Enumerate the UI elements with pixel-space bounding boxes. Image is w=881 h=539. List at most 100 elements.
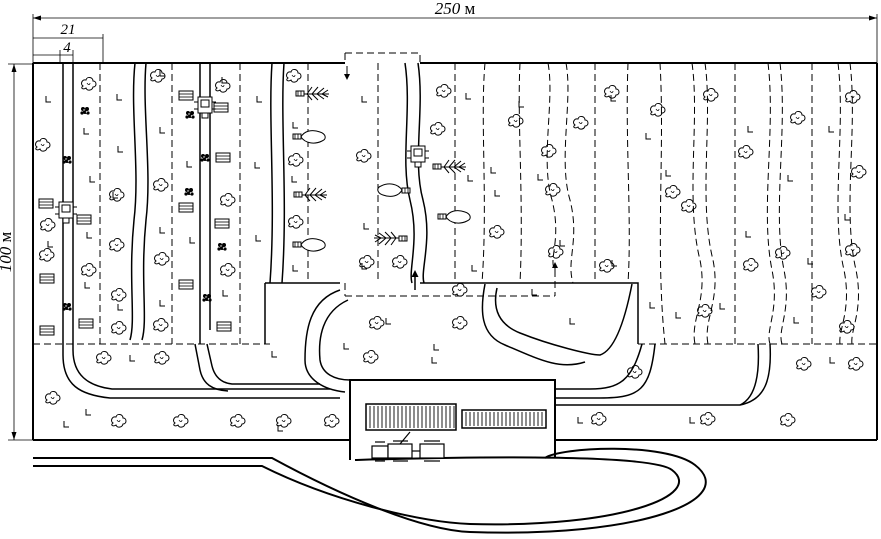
deciduous-crown-icon	[437, 210, 471, 224]
branch-pile-icon	[220, 262, 236, 277]
branch-pile-icon	[230, 413, 246, 428]
branch-pile-icon	[276, 413, 292, 428]
stump-icon	[787, 174, 794, 182]
deciduous-crown-icon	[292, 238, 326, 252]
harvester-machine-icon	[193, 96, 217, 119]
forwarder-machine-icon	[406, 145, 430, 168]
branch-pile-icon	[436, 83, 452, 98]
branch-pile-icon	[109, 237, 125, 252]
branch-pile-icon	[796, 356, 812, 371]
brush-bundle-icon	[217, 243, 227, 251]
branch-pile-icon	[743, 257, 759, 272]
stump-icon	[85, 408, 92, 416]
stump-icon	[84, 281, 91, 289]
dimension-lines	[8, 14, 878, 441]
site-boundary	[32, 62, 878, 441]
log-stack-icon	[39, 325, 55, 336]
stump-icon	[47, 240, 54, 248]
branch-pile-icon	[545, 182, 561, 197]
branch-pile-icon	[288, 152, 304, 167]
stump-icon	[471, 264, 478, 272]
stump-icon	[518, 100, 525, 108]
svg-text:100 м: 100 м	[0, 232, 15, 273]
branch-pile-icon	[356, 148, 372, 163]
stump-icon	[559, 239, 566, 247]
conifer-crown-icon	[373, 231, 408, 246]
log-stack-icon	[215, 152, 231, 163]
stump-icon	[63, 420, 70, 428]
branch-pile-icon	[665, 184, 681, 199]
branch-pile-icon	[489, 224, 505, 239]
stump-icon	[828, 125, 835, 133]
branch-pile-icon	[738, 144, 754, 159]
branch-pile-icon	[111, 287, 127, 302]
branch-pile-icon	[40, 217, 56, 232]
stump-icon	[793, 316, 800, 324]
log-stack-icon	[39, 273, 55, 284]
branch-pile-icon	[111, 320, 127, 335]
stump-icon	[116, 93, 123, 101]
branch-pile-icon	[452, 282, 468, 297]
stump-icon	[189, 236, 196, 244]
stump-icon	[159, 226, 166, 234]
log-stack-icon	[178, 279, 194, 290]
stump-icon	[256, 95, 263, 103]
stump-icon	[89, 175, 96, 183]
stump-icon	[537, 173, 544, 181]
branch-pile-icon	[700, 411, 716, 426]
stump-icon	[431, 356, 438, 364]
brush-bundle-icon	[62, 303, 72, 311]
stump-icon	[117, 145, 124, 153]
stump-icon	[569, 317, 576, 325]
stump-icon	[83, 127, 90, 135]
stump-icon	[361, 95, 368, 103]
branch-pile-icon	[109, 187, 125, 202]
stump-icon	[649, 301, 656, 309]
log-stack-icon	[178, 202, 194, 213]
stump-icon	[271, 350, 278, 358]
stump-icon	[222, 289, 229, 297]
branch-pile-icon	[39, 247, 55, 262]
branch-pile-icon	[286, 68, 302, 83]
branch-pile-icon	[324, 413, 340, 428]
timber-truck-icon	[371, 431, 445, 462]
branch-pile-icon	[81, 262, 97, 277]
branch-pile-icon	[153, 177, 169, 192]
stump-icon	[844, 213, 851, 221]
arrow-up-icon	[411, 270, 419, 277]
felled-trees	[292, 86, 471, 252]
stump-icon	[255, 234, 262, 242]
branch-pile-icon	[780, 412, 796, 427]
log-stack-icon	[38, 198, 54, 209]
stump-icon	[186, 160, 193, 168]
branch-piles	[35, 68, 867, 428]
branch-pile-icon	[288, 214, 304, 229]
branch-pile-icon	[369, 315, 385, 330]
branch-pile-icon	[153, 317, 169, 332]
stumps	[45, 69, 851, 432]
skid-trails	[62, 62, 772, 406]
branch-pile-icon	[604, 84, 620, 99]
log-stack-icon	[214, 218, 230, 229]
branch-pile-icon	[430, 121, 446, 136]
stump-icon	[747, 125, 754, 133]
stump-icon	[577, 416, 584, 424]
branch-pile-icon	[35, 137, 51, 152]
arrow-up-icon	[552, 262, 558, 268]
branch-pile-icon	[96, 350, 112, 365]
landing-timber-stack-icon	[461, 409, 547, 429]
arrow-down-icon	[344, 74, 350, 80]
stump-icon	[291, 175, 298, 183]
brush-bundle-icon	[62, 156, 72, 164]
branch-pile-icon	[703, 87, 719, 102]
brush-bundle-icon	[200, 154, 210, 162]
stump-icon	[494, 189, 501, 197]
branch-pile-icon	[591, 411, 607, 426]
branch-pile-icon	[81, 76, 97, 91]
branch-pile-icon	[650, 102, 666, 117]
total-length-value: 250	[435, 0, 461, 18]
stump-icon	[292, 121, 299, 129]
stump-icon	[159, 299, 166, 307]
svg-text:250 м: 250 м	[435, 0, 476, 18]
